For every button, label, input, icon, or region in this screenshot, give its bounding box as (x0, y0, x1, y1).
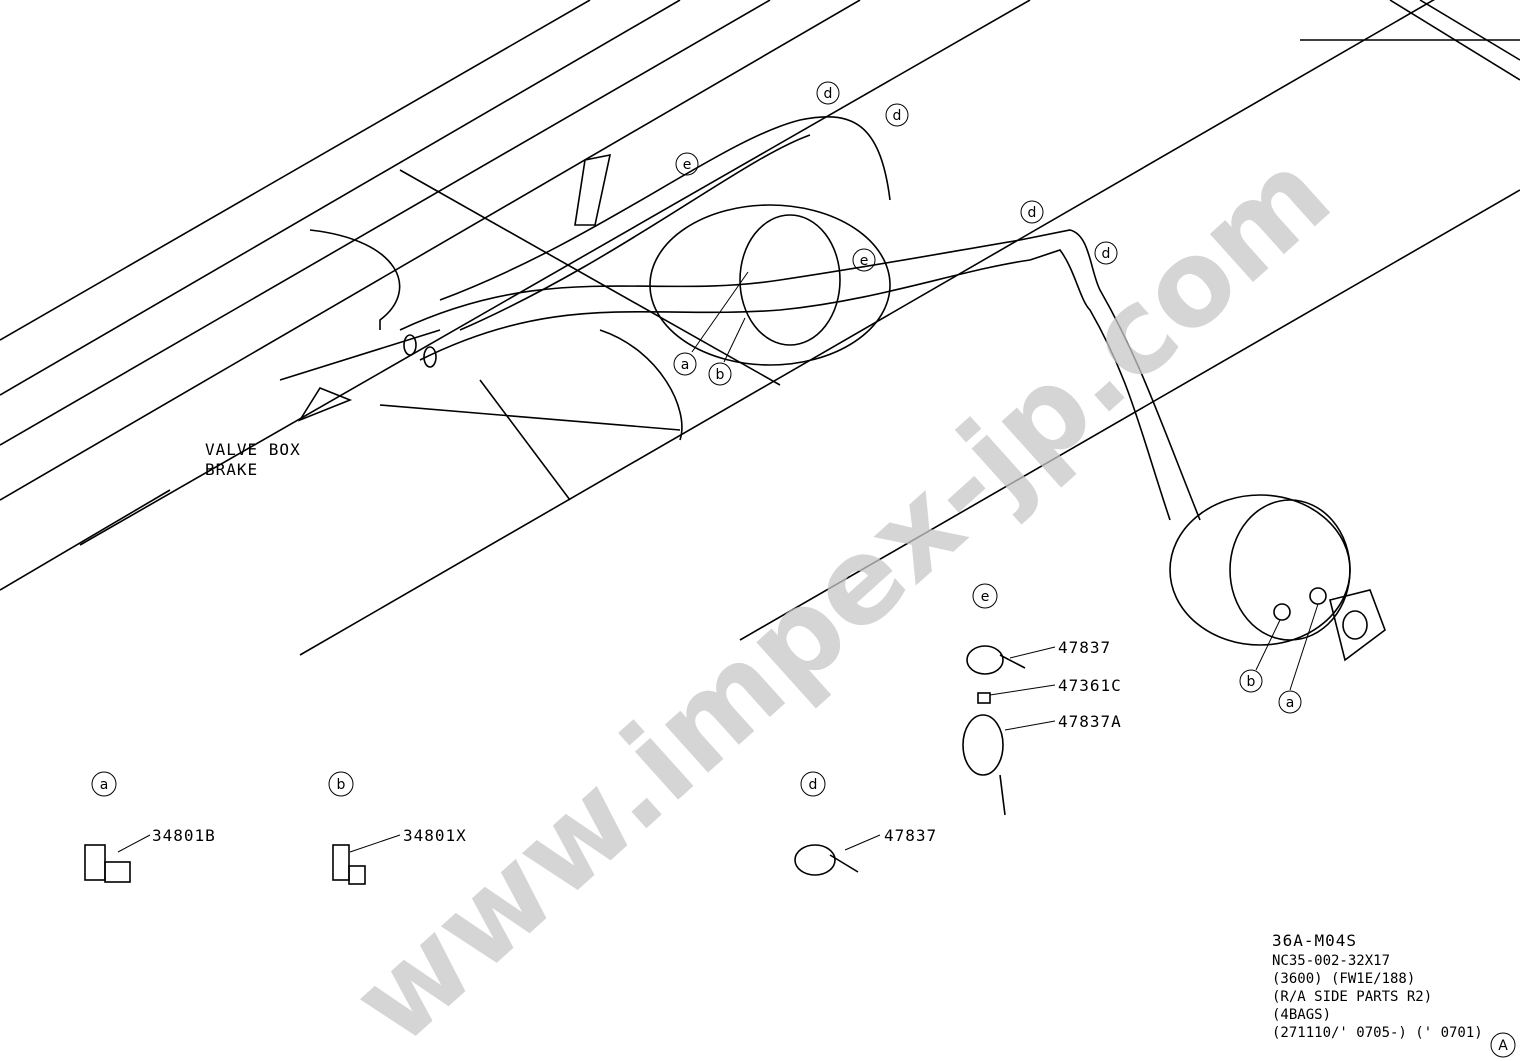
callout-e: e (683, 157, 692, 173)
callout-d: d (824, 86, 833, 102)
front-air-bag (399, 116, 1201, 521)
callout-b: b (1247, 674, 1256, 690)
part-tie-47837A (962, 714, 1006, 816)
part-number: 47837A (1058, 712, 1122, 731)
note-line: 36A-M04S (1272, 931, 1357, 950)
part-number: 47361C (1058, 676, 1122, 695)
brake-label: BRAKE (205, 460, 258, 479)
part-tie-47837-e (966, 645, 1026, 675)
callout-a: a (681, 357, 690, 373)
callout-b: b (716, 367, 725, 383)
note-line: (3600) (FW1E/188) (1272, 971, 1415, 987)
callout-d: d (1102, 246, 1111, 262)
valve-box-label: VALVE BOX (205, 440, 301, 459)
part-clip-47361C (977, 692, 991, 704)
callout-d: d (893, 108, 902, 124)
callout-d: d (1028, 205, 1037, 221)
part-number: 47837 (1058, 638, 1111, 657)
note-line: (4BAGS) (1272, 1007, 1331, 1023)
valve-box-arrow (279, 329, 441, 422)
note-line: (271110/' 0705-) (' 0701) (1272, 1025, 1483, 1041)
callout-a: a (1286, 695, 1295, 711)
chassis-frame-lines (0, 0, 1520, 656)
part-fitting-34801B (84, 844, 131, 883)
reference-a-label: A (1498, 1038, 1508, 1054)
part-fitting-34801X (332, 844, 366, 885)
part-number: 34801B (152, 826, 216, 845)
rear-air-bag (1169, 494, 1386, 662)
section-d-label: d (809, 777, 818, 793)
note-line: (R/A SIDE PARTS R2) (1272, 989, 1432, 1005)
watermark: www.impex-jp.com (326, 124, 1355, 1061)
callouts: d d e e d d a b b a e a b d A (91, 81, 1516, 1058)
section-e-label: e (981, 589, 990, 605)
section-a-label: a (100, 777, 109, 793)
leader-lines (117, 271, 1319, 853)
part-tie-47837-d (794, 844, 859, 876)
part-number: 47837 (884, 826, 937, 845)
callout-e: e (860, 253, 869, 269)
part-number: 34801X (403, 826, 467, 845)
section-b-label: b (337, 777, 346, 793)
note-line: NC35-002-32X17 (1272, 953, 1390, 969)
